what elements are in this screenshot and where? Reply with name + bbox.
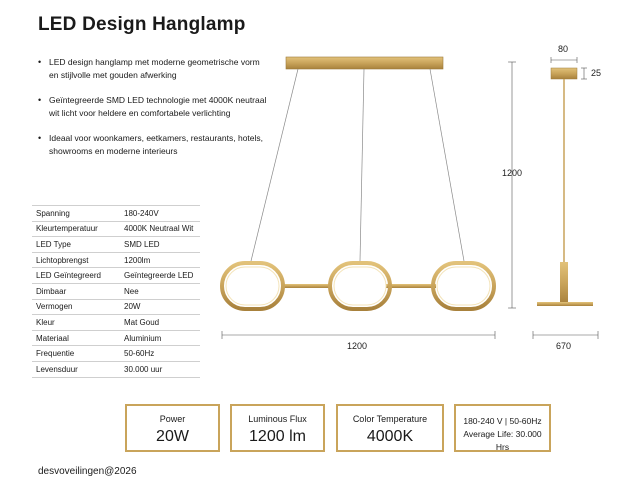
canopy-width-label: 80 bbox=[558, 44, 569, 54]
bullet-item: Ideaal voor woonkamers, eetkamers, resta… bbox=[38, 132, 268, 157]
page-title: LED Design Hanglamp bbox=[38, 14, 246, 35]
canopy-height-label: 25 bbox=[591, 68, 602, 78]
spec-value: Geïntegreerde LED bbox=[120, 267, 200, 284]
spec-key: LED Geïntegreerd bbox=[32, 267, 120, 284]
spec-key: Kleur bbox=[32, 314, 120, 331]
flux-label: Luminous Flux bbox=[248, 414, 307, 424]
power-label: Power bbox=[159, 414, 186, 424]
spec-value: Nee bbox=[120, 283, 200, 300]
bullet-item: LED design hanglamp met moderne geometri… bbox=[38, 56, 268, 81]
footer-brand: desvoveilingen@2026 bbox=[38, 466, 137, 477]
flux-box: Luminous Flux 1200 lm bbox=[230, 404, 325, 452]
spec-value: Aluminium bbox=[120, 330, 200, 347]
feature-bullets: LED design hanglamp met moderne geometri… bbox=[38, 56, 268, 170]
lamp-drawing bbox=[220, 56, 599, 339]
side-width-label: 670 bbox=[556, 341, 572, 351]
suspension-wire bbox=[250, 68, 299, 262]
spec-value: 50-60Hz bbox=[120, 345, 200, 362]
canopy bbox=[285, 56, 444, 70]
spec-value: Mat Goud bbox=[120, 314, 200, 331]
spec-key: Spanning bbox=[32, 205, 120, 222]
voltage-line: 180-240 V | 50-60Hz bbox=[463, 416, 542, 426]
spec-value: 20W bbox=[120, 299, 200, 316]
spec-key: LED Type bbox=[32, 236, 120, 253]
side-bar bbox=[537, 302, 593, 306]
spec-value: 30.000 uur bbox=[120, 361, 200, 378]
spec-key: Vermogen bbox=[32, 299, 120, 316]
spec-value: 4000K Neutraal Wit bbox=[120, 221, 200, 238]
ring-link bbox=[431, 261, 496, 311]
power-box: Power 20W bbox=[125, 404, 220, 452]
power-value: 20W bbox=[156, 428, 189, 445]
side-canopy bbox=[550, 67, 578, 80]
color-temp-value: 4000K bbox=[366, 428, 414, 445]
suspension-wire bbox=[429, 68, 465, 262]
spec-key: Levensduur bbox=[32, 361, 120, 378]
spec-key: Kleurtemperatuur bbox=[32, 221, 120, 238]
color-temp-box: Color Temperature 4000K bbox=[336, 404, 444, 452]
spec-key: Dimbaar bbox=[32, 283, 120, 300]
bullet-item: Geïntegreerde SMD LED technologie met 40… bbox=[38, 94, 268, 119]
spec-value: 180-240V bbox=[120, 205, 200, 222]
connector-bar bbox=[386, 284, 436, 288]
width-label: 1200 bbox=[347, 341, 368, 351]
color-temp-label: Color Temperature bbox=[352, 414, 428, 424]
spec-key: Materiaal bbox=[32, 330, 120, 347]
ring-link bbox=[220, 261, 285, 311]
life-line: Average Life: 30.000 Hrs bbox=[463, 429, 542, 452]
spec-key: Frequentie bbox=[32, 345, 120, 362]
height-label: 1200 bbox=[502, 168, 523, 178]
connector-bar bbox=[281, 284, 332, 288]
ring-link bbox=[328, 261, 392, 311]
spec-key: Lichtopbrengst bbox=[32, 252, 120, 269]
spec-value: SMD LED bbox=[120, 236, 200, 253]
flux-value: 1200 lm bbox=[249, 428, 306, 445]
suspension-wire bbox=[359, 68, 365, 262]
spec-value: 1200lm bbox=[120, 252, 200, 269]
side-mount bbox=[560, 262, 568, 304]
electrical-box: 180-240 V | 50-60Hz Average Life: 30.000… bbox=[454, 404, 551, 452]
